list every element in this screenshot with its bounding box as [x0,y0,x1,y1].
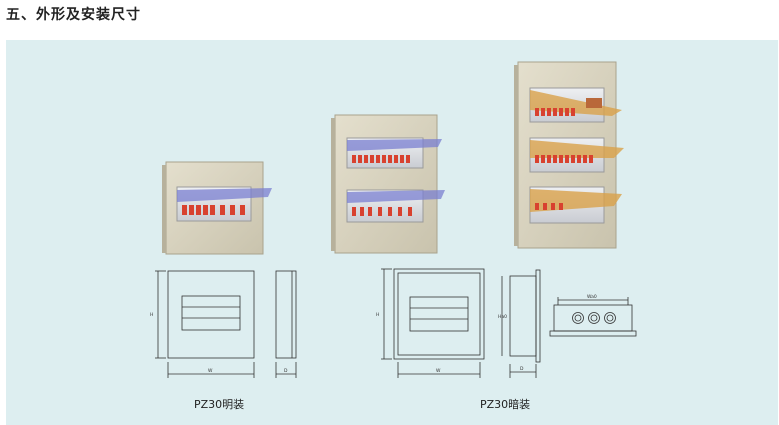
dim-depth-label: D [284,368,288,374]
caption-flush-mount: PZ30暗装 [480,398,531,411]
section-title: 五、外形及安装尺寸 [6,7,141,23]
drawing-flush-side [501,269,541,378]
dim-inner-width-label: Wa0 [587,294,597,300]
dim-height-label-flush: H [376,312,379,318]
dim-depth-label-flush: D [520,366,524,372]
drawing-flush-front [381,268,485,378]
dim-width-label-flush: W [436,368,441,374]
breaker-row [182,205,245,215]
dim-inner-height-label: Ha0 [498,314,507,320]
drawing-flush-top [549,297,637,337]
dim-height-label: H [150,312,153,318]
caption-surface-mount: PZ30明装 [194,398,245,411]
blue-cover [177,188,272,202]
photo-surface-box [162,161,272,255]
drawing-surface-side [275,270,297,378]
photo-flush-box-two-rows [331,114,445,254]
drawing-surface-front [155,270,255,378]
dim-width-label: W [208,368,213,374]
photo-flush-box-three-rows [514,61,624,249]
